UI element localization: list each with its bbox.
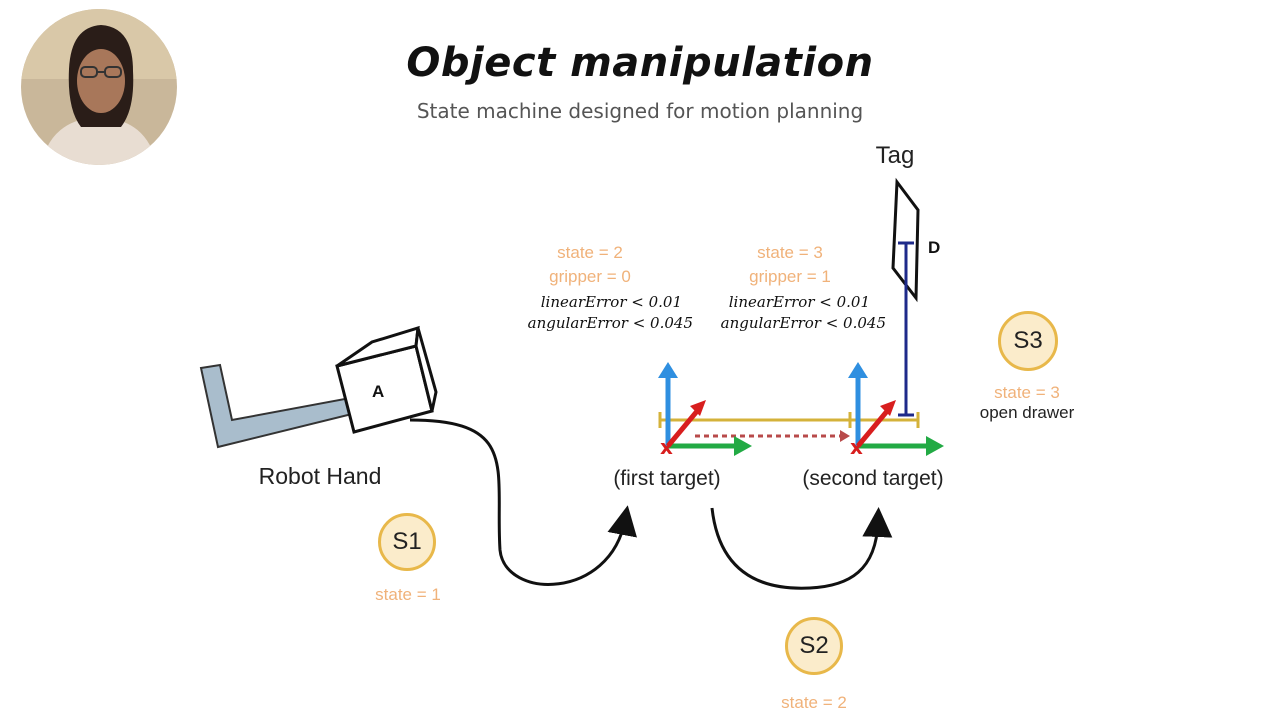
state-s3-label: S3	[1013, 327, 1043, 354]
first-target-linear-error: linearError < 0.01	[540, 293, 682, 311]
first-target-label: (first target)	[613, 467, 721, 490]
second-target-angular-error: angularError < 0.045	[720, 314, 886, 332]
svg-text:x: x	[660, 435, 673, 459]
tag-icon	[891, 177, 920, 303]
state-s3-value: state = 3	[994, 383, 1060, 402]
tag-distance-label: D	[928, 238, 941, 257]
state-s2-label: S2	[799, 632, 829, 659]
second-target-linear-error: linearError < 0.01	[728, 293, 870, 311]
state-s3-circle: S3	[998, 311, 1058, 371]
state-s2-circle: S2	[785, 617, 843, 675]
path-to-second-target	[710, 507, 893, 590]
second-target-gripper: gripper = 1	[749, 267, 831, 286]
first-target-axes-icon: x	[658, 362, 752, 459]
state-s2-value: state = 2	[781, 693, 847, 712]
tag-distance-line	[898, 241, 914, 417]
first-target-state: state = 2	[557, 243, 623, 262]
second-target-axes-icon: x	[848, 362, 944, 459]
path-to-first-target	[409, 418, 637, 586]
slide-subtitle: State machine designed for motion planni…	[416, 99, 864, 123]
slide-title: Object manipulation	[406, 40, 874, 86]
robot-hand-label: Robot Hand	[258, 463, 382, 489]
second-target-state: state = 3	[757, 243, 823, 262]
robot-hand-icon	[199, 363, 354, 449]
box-a-icon	[335, 325, 438, 434]
state-s1-circle: S1	[378, 513, 436, 571]
first-target-angular-error: angularError < 0.045	[527, 314, 693, 332]
second-target-label: (second target)	[802, 467, 944, 490]
state-s1-label: S1	[392, 528, 422, 555]
state-s3-action: open drawer	[979, 403, 1075, 422]
svg-text:x: x	[850, 435, 863, 459]
first-target-gripper: gripper = 0	[549, 267, 631, 286]
tag-label: Tag	[875, 142, 915, 169]
state-s1-value: state = 1	[375, 585, 441, 604]
box-label: A	[372, 382, 385, 401]
